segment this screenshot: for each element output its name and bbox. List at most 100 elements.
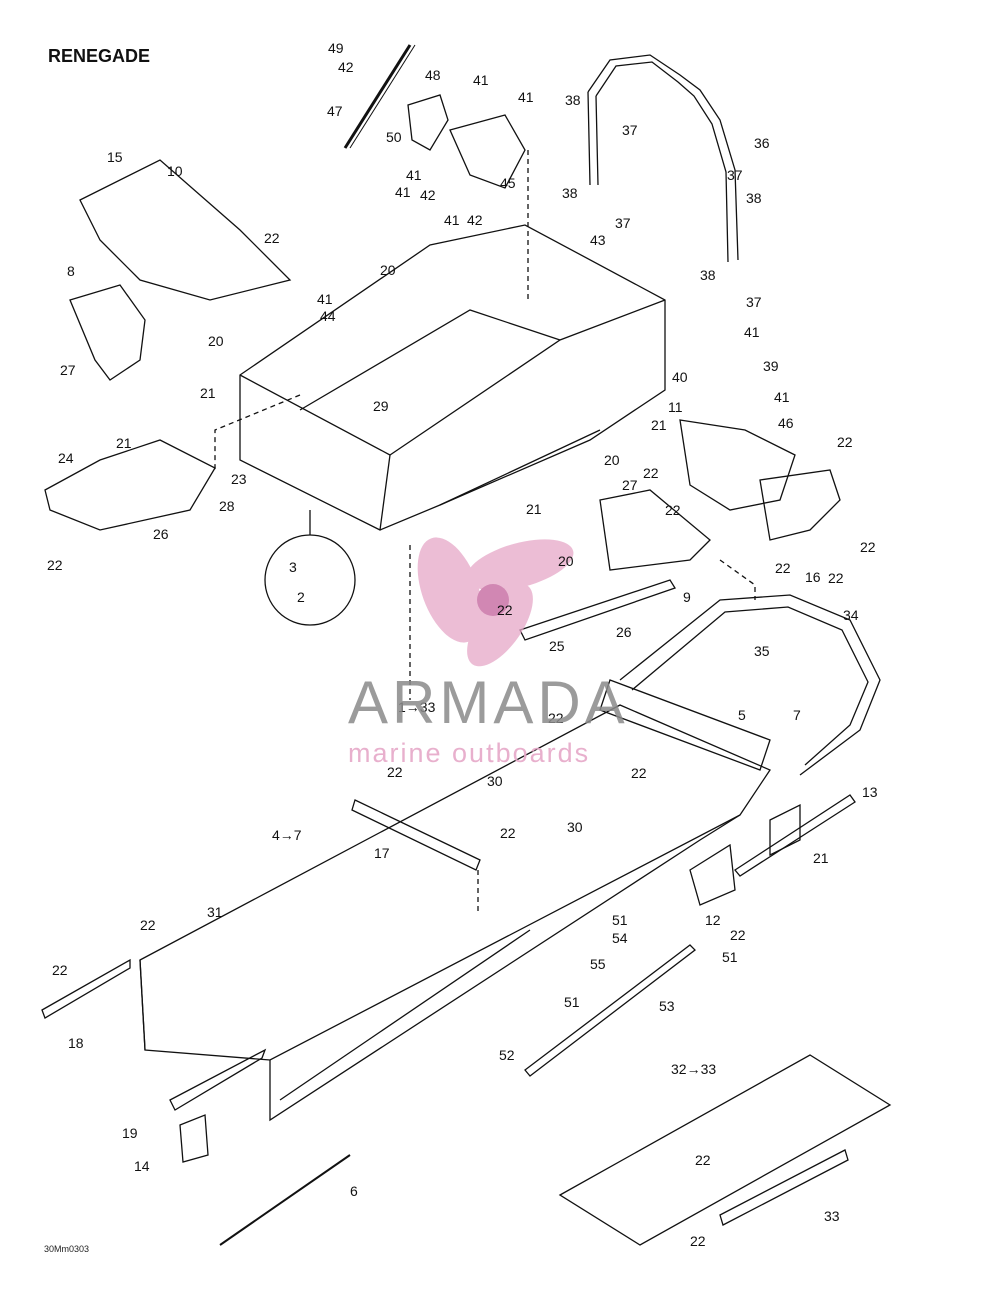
callout-label: 17: [374, 845, 390, 861]
callout-label: 7: [793, 707, 801, 723]
callout-label: 11: [668, 399, 683, 415]
callout-label: 16: [805, 569, 821, 585]
callout-label: 22: [665, 502, 681, 518]
callout-label: 39: [763, 358, 779, 374]
callout-label: 26: [153, 526, 169, 542]
callout-label: 22: [828, 570, 844, 586]
callout-label: 51: [612, 912, 628, 928]
callout-label: 38: [700, 267, 716, 283]
callout-label: 40: [672, 369, 688, 385]
callout-label: 22: [730, 927, 746, 943]
callout-label: 21: [813, 850, 829, 866]
diagram-title: RENEGADE: [48, 46, 151, 66]
callout-label: 22: [497, 602, 513, 618]
callout-label: 18: [68, 1035, 84, 1051]
callout-label: 41: [317, 291, 333, 307]
drawing-code: 30Mm0303: [44, 1244, 90, 1254]
callout-label: 22: [695, 1152, 711, 1168]
callout-label: 42: [467, 212, 483, 228]
callout-label: 12: [705, 912, 721, 928]
callout-label: 20: [380, 262, 396, 278]
callout-label: 30: [487, 773, 503, 789]
callout-label: 52: [499, 1047, 515, 1063]
callout-label: 54: [612, 930, 628, 946]
callout-label: 22: [775, 560, 791, 576]
callout-label: 55: [590, 956, 606, 972]
callout-label: 8: [67, 263, 75, 279]
callout-label: 37: [746, 294, 762, 310]
callout-label: 19: [122, 1125, 138, 1141]
callout-label: 22: [47, 557, 63, 573]
callout-label: 14: [134, 1158, 150, 1174]
callout-label: 38: [746, 190, 762, 206]
callout-label: 37: [615, 215, 631, 231]
callout-label: 10: [167, 163, 183, 179]
callout-label: 46: [778, 415, 794, 431]
callout-label: 41: [444, 212, 460, 228]
callout-label: 22: [500, 825, 516, 841]
callout-label: 6: [350, 1183, 358, 1199]
propeller-logo: [417, 537, 574, 667]
callout-label: 22: [264, 230, 280, 246]
callout-label: 21: [116, 435, 132, 451]
callout-label: 41: [774, 389, 790, 405]
watermark-brand: ARMADA: [348, 669, 629, 736]
callout-label: 41: [406, 167, 422, 183]
callout-label: 21: [526, 501, 542, 517]
callout-label: 38: [565, 92, 581, 108]
callout-label: 1→33: [398, 699, 436, 715]
callout-label: 37: [727, 167, 743, 183]
callout-label: 15: [107, 149, 123, 165]
callout-label: 24: [58, 450, 74, 466]
drawing-linework: [41, 44, 892, 1246]
callout-label: 22: [631, 765, 647, 781]
callout-label: 41: [744, 324, 760, 340]
callout-label: 21: [200, 385, 216, 401]
callout-label: 42: [338, 59, 354, 75]
callout-label: 20: [208, 333, 224, 349]
callout-label: 38: [562, 185, 578, 201]
callout-label: 33: [824, 1208, 840, 1224]
callout-label: 42: [420, 187, 436, 203]
callout-label: 27: [60, 362, 76, 378]
callout-label: 41: [473, 72, 489, 88]
callout-label: 53: [659, 998, 675, 1014]
callout-label: 20: [604, 452, 620, 468]
callout-label: 13: [862, 784, 878, 800]
callout-label: 22: [837, 434, 853, 450]
callout-label: 36: [754, 135, 770, 151]
callout-label: 35: [754, 643, 770, 659]
callout-label: 51: [564, 994, 580, 1010]
callout-label: 3: [289, 559, 297, 575]
callout-label: 4→7: [272, 827, 302, 843]
callout-label: 22: [52, 962, 68, 978]
callout-label: 49: [328, 40, 344, 56]
callout-label: 2: [297, 589, 305, 605]
callout-label: 45: [500, 175, 516, 191]
callout-label: 22: [643, 465, 659, 481]
callout-label: 22: [548, 710, 564, 726]
callout-label: 41: [395, 184, 411, 200]
callout-label: 21: [651, 417, 667, 433]
callout-label: 22: [387, 764, 403, 780]
callout-label: 43: [590, 232, 606, 248]
callout-label: 5: [738, 707, 746, 723]
callout-label: 31: [207, 904, 223, 920]
callout-label: 37: [622, 122, 638, 138]
callout-label: 41: [518, 89, 534, 105]
callout-label: 25: [549, 638, 565, 654]
watermark-tagline: marine outboards: [348, 738, 591, 768]
callout-label: 26: [616, 624, 632, 640]
callout-label: 20: [558, 553, 574, 569]
callout-label: 23: [231, 471, 247, 487]
callout-label: 27: [622, 477, 638, 493]
callout-label: 47: [327, 103, 343, 119]
callout-label: 22: [860, 539, 876, 555]
callout-label: 34: [843, 607, 859, 623]
callout-label: 28: [219, 498, 235, 514]
callout-label: 44: [320, 308, 336, 324]
callout-label: 48: [425, 67, 441, 83]
callout-label: 9: [683, 589, 691, 605]
